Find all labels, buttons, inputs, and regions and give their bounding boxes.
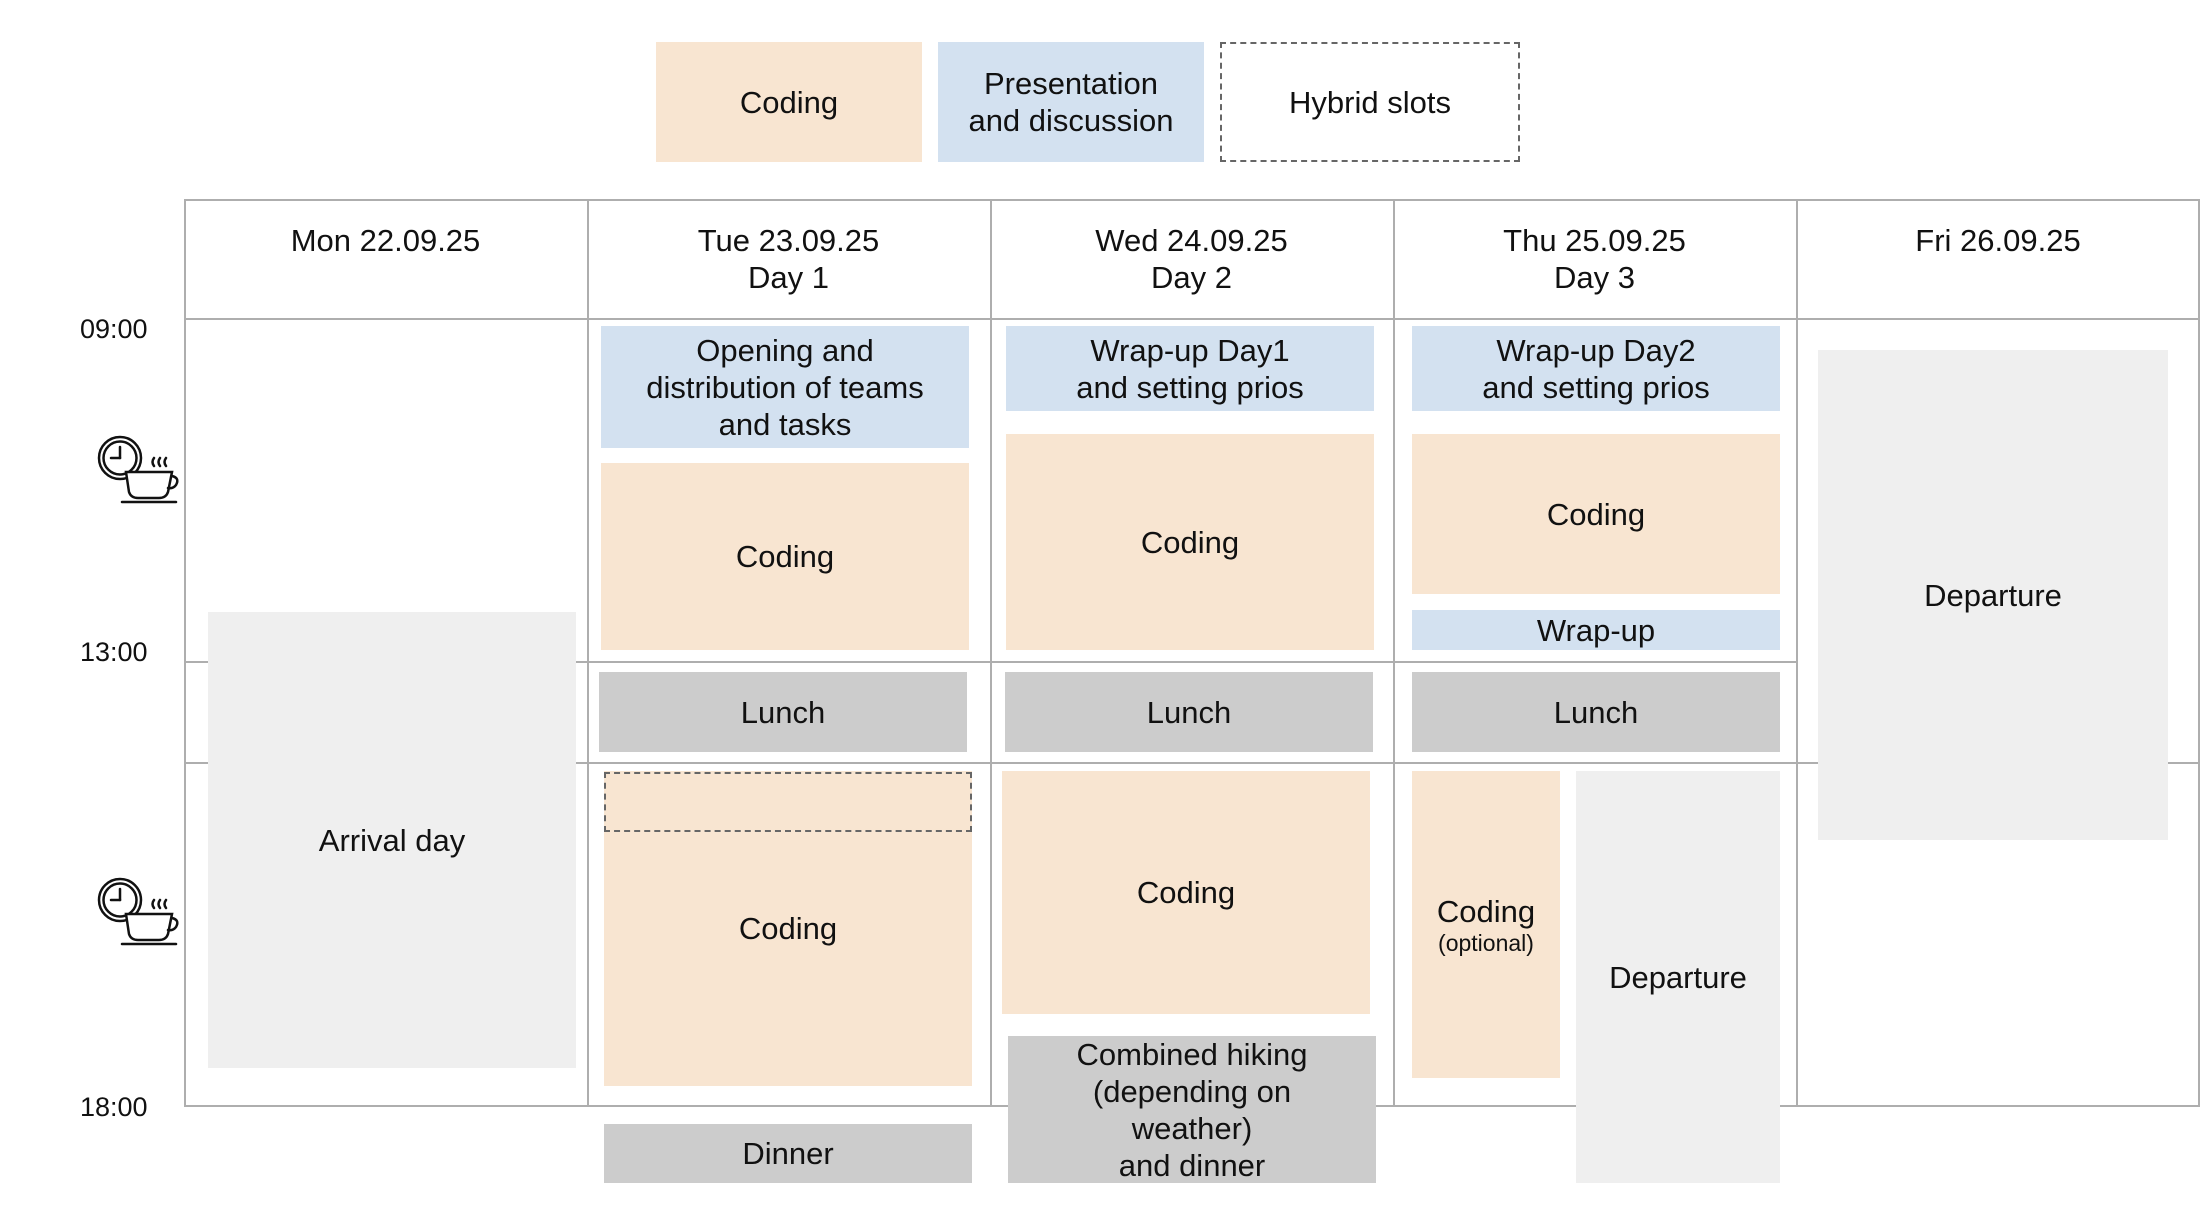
thu-lunch-label: Lunch [1553, 694, 1639, 730]
header-divider [184, 318, 2200, 320]
tue-coding-pm-label: Coding [738, 911, 838, 946]
thu-wrapup-block: Wrap-up Day2 and setting prios [1412, 326, 1780, 411]
tue-dinner-block: Dinner [604, 1124, 972, 1183]
thu-lunch-block: Lunch [1412, 672, 1780, 752]
thu-wrapup-short-label: Wrap-up [1536, 612, 1656, 648]
wed-coding-am-label: Coding [1140, 524, 1240, 560]
tue-coding-am-block: Coding [601, 463, 969, 650]
thu-coding-am-label: Coding [1546, 496, 1646, 532]
legend-coding: Coding [656, 42, 922, 162]
thu-coding-optional-block: Coding (optional) [1412, 771, 1560, 1078]
time-label-0900: 09:00 [80, 314, 148, 344]
column-divider [1393, 199, 1395, 1107]
fri-departure-block: Departure [1818, 350, 2168, 840]
day-header-thu: Thu 25.09.25 Day 3 [1393, 202, 1796, 316]
arrival-day-label: Arrival day [318, 822, 466, 858]
column-divider [1796, 199, 1798, 1107]
thu-coding-pm-label: Coding [1436, 894, 1536, 929]
thu-optional-note: (optional) [1438, 930, 1534, 956]
wed-lunch-block: Lunch [1005, 672, 1373, 752]
column-divider [587, 199, 589, 1107]
day-label: Day 3 [1554, 260, 1635, 295]
legend-coding-label: Coding [739, 84, 839, 120]
day-date: Fri 26.09.25 [1915, 223, 2081, 258]
wed-hiking-block: Combined hiking (depending on weather) a… [1008, 1036, 1376, 1183]
wed-coding-am-block: Coding [1006, 434, 1374, 650]
wed-coding-pm-label: Coding [1136, 875, 1236, 910]
legend-hybrid-label: Hybrid slots [1289, 84, 1451, 120]
day-header-fri: Fri 26.09.25 [1796, 202, 2200, 316]
tue-hybrid-slot [604, 772, 972, 832]
wed-hiking-label: Combined hiking (depending on weather) a… [1076, 1036, 1308, 1183]
column-divider [990, 199, 992, 1107]
day-label: Day 2 [1151, 260, 1232, 295]
legend-hybrid: Hybrid slots [1220, 42, 1520, 162]
day-date: Thu 25.09.25 [1503, 223, 1686, 258]
wed-coding-pm-block: Coding [1002, 771, 1370, 1014]
legend-presentation-label: Presentation and discussion [968, 66, 1174, 138]
thu-wrapup-label: Wrap-up Day2 and setting prios [1482, 332, 1710, 405]
arrival-day-block: Arrival day [208, 612, 576, 1068]
day-header-wed: Wed 24.09.25 Day 2 [990, 202, 1393, 316]
coffee-break-icon [97, 435, 179, 504]
thu-wrapup-short-block: Wrap-up [1412, 610, 1780, 650]
legend-presentation: Presentation and discussion [938, 42, 1204, 162]
day-header-tue: Tue 23.09.25 Day 1 [587, 202, 990, 316]
tue-opening-block: Opening and distribution of teams and ta… [601, 326, 969, 448]
tue-opening-label: Opening and distribution of teams and ta… [646, 332, 924, 442]
thu-coding-am-block: Coding [1412, 434, 1780, 594]
time-label-1800: 18:00 [80, 1092, 148, 1122]
tue-dinner-label: Dinner [742, 1136, 834, 1171]
day-header-mon: Mon 22.09.25 [184, 202, 587, 316]
thu-departure-block: Departure [1576, 771, 1780, 1183]
time-label-1300: 13:00 [80, 637, 148, 667]
day-date: Tue 23.09.25 [697, 223, 880, 258]
thu-departure-label: Departure [1609, 959, 1747, 995]
day-label: Day 1 [748, 260, 829, 295]
fri-departure-label: Departure [1924, 577, 2062, 613]
tue-coding-pm-block: Coding [604, 771, 972, 1086]
coffee-break-icon [97, 877, 179, 946]
wed-lunch-label: Lunch [1146, 694, 1232, 730]
tue-coding-am-label: Coding [735, 539, 835, 574]
wed-wrapup-block: Wrap-up Day1 and setting prios [1006, 326, 1374, 411]
tue-lunch-block: Lunch [599, 672, 967, 752]
tue-lunch-label: Lunch [740, 694, 826, 730]
day-date: Mon 22.09.25 [290, 223, 481, 258]
wed-wrapup-label: Wrap-up Day1 and setting prios [1076, 332, 1304, 405]
day-date: Wed 24.09.25 [1095, 223, 1288, 258]
lunch-bottom-divider [184, 762, 2200, 764]
